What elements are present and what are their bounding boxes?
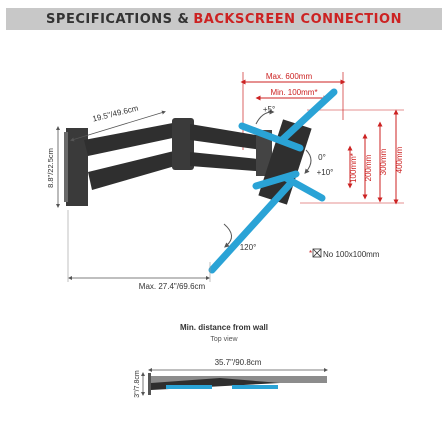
lower-arm-1 bbox=[88, 150, 182, 190]
top-view-width-label: 35.7"/90.8cm bbox=[215, 358, 262, 367]
rotation-arrow bbox=[223, 223, 232, 248]
elbow-joint bbox=[172, 118, 194, 170]
upper-arm-1 bbox=[84, 122, 182, 156]
no-vesa-box-icon bbox=[312, 248, 322, 258]
header-banner: SPECIFICATIONS & BACKSCREEN CONNECTION bbox=[6, 8, 442, 30]
head-joint bbox=[256, 130, 272, 176]
header-subtitle: BACKSCREEN CONNECTION bbox=[193, 11, 402, 27]
tilt-down-label: +10° bbox=[317, 168, 334, 177]
no-vesa-cross-b bbox=[312, 248, 322, 258]
upper-arm-2 bbox=[190, 124, 262, 150]
tilt-up-arrow bbox=[255, 109, 275, 125]
arm-length-label: 19.5"/49.6cm bbox=[92, 103, 140, 123]
height-label: 8.8"/22.5cm bbox=[46, 148, 55, 188]
vesa-400-label: 400mm bbox=[395, 146, 404, 173]
tilt-up-label: +5° bbox=[263, 105, 275, 114]
top-view-rail-left bbox=[166, 385, 212, 389]
footnote-text: No 100x100mm bbox=[323, 250, 380, 259]
vesa-200-label: 200mm bbox=[364, 154, 373, 181]
header-title: SPECIFICATIONS & bbox=[46, 11, 190, 27]
vesa-rail-top-right bbox=[278, 88, 338, 144]
footnote-asterisk: * bbox=[309, 249, 312, 258]
top-view-rail-right bbox=[232, 385, 278, 389]
arm-length-line bbox=[70, 110, 166, 142]
min-width-label: Min. 100mm* bbox=[270, 88, 317, 97]
vesa-rail-bottom-left bbox=[208, 180, 294, 274]
top-view-title: Min. distance from wall bbox=[180, 323, 268, 332]
max-extension-label: Max. 27.4"/69.6cm bbox=[139, 282, 206, 291]
wall-plate-edge bbox=[64, 132, 68, 202]
tilt-down-arrow bbox=[304, 149, 312, 174]
vesa-300-label: 300mm bbox=[379, 148, 388, 175]
top-view-depth-label: 3"/7.8cm bbox=[134, 370, 141, 398]
rotation-label: 120° bbox=[240, 243, 257, 252]
vesa-100-label: 100mm* bbox=[349, 153, 358, 183]
vesa-rail-top-left bbox=[238, 122, 304, 152]
max-width-label: Max. 600mm bbox=[266, 72, 313, 81]
lower-arm-2 bbox=[190, 152, 268, 172]
top-view-tv-panel bbox=[151, 376, 327, 383]
top-view-subtitle: Top view bbox=[210, 336, 238, 343]
tilt-zero-label: 0° bbox=[318, 153, 326, 162]
top-view-wall bbox=[148, 373, 151, 395]
wall-plate bbox=[66, 128, 88, 206]
